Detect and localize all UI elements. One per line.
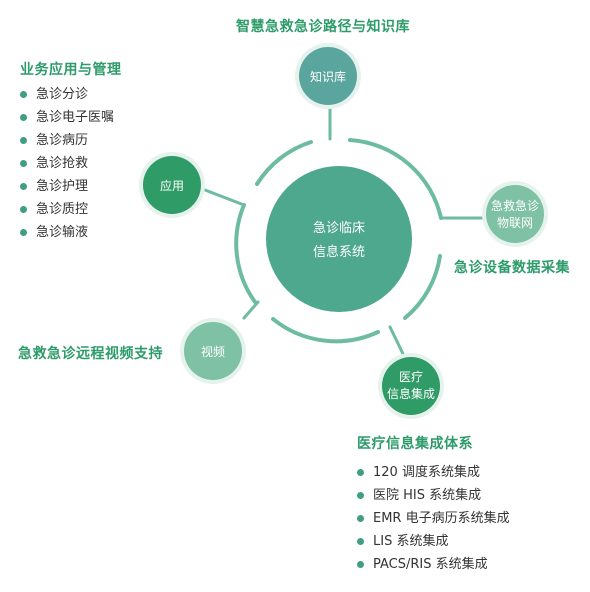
bullet-icon	[357, 538, 364, 545]
outer-ring	[234, 138, 443, 344]
list-item: 医院 HIS 系统集成	[357, 484, 510, 507]
app-title: 业务应用与管理	[20, 62, 122, 78]
integration-node	[382, 357, 440, 415]
list-item: LIS 系统集成	[357, 530, 510, 553]
list-item: 急诊护理	[20, 175, 114, 198]
knowledge-node	[299, 47, 357, 105]
connector-video	[242, 300, 260, 320]
bullet-icon	[20, 137, 27, 144]
list-item: 急诊电子医嘱	[20, 106, 114, 129]
center-label-line2: 信息系统	[313, 244, 365, 260]
bullet-icon	[20, 229, 27, 236]
video-node-label: 视频	[201, 344, 225, 359]
bullet-icon	[357, 492, 364, 499]
list-item-label: 急诊抢救	[36, 156, 89, 171]
iot-node-label-line1: 急救急诊	[491, 198, 539, 213]
ring-arc-right	[403, 254, 442, 320]
list-item-label: PACS/RIS 系统集成	[373, 557, 488, 572]
list-item-label: 急诊输液	[36, 225, 89, 240]
connector-app	[203, 188, 246, 207]
app-list: 急诊分诊 急诊电子医嘱 急诊病历 急诊抢救 急诊护理 急诊质控 急诊输液	[20, 83, 114, 244]
list-item: PACS/RIS 系统集成	[357, 553, 510, 576]
list-item-label: 急诊质控	[36, 202, 89, 217]
ring-arc-bottom	[271, 317, 380, 344]
bullet-icon	[357, 515, 364, 522]
list-item-label: 急诊护理	[36, 179, 89, 194]
list-item-label: LIS 系统集成	[373, 534, 449, 549]
integration-node-label-line1: 医疗	[399, 370, 423, 384]
integration-list: 120 调度系统集成 医院 HIS 系统集成 EMR 电子病历系统集成 LIS …	[357, 461, 510, 576]
center-node	[266, 166, 412, 312]
iot-node	[486, 185, 544, 243]
knowledge-title: 智慧急救急诊路径与知识库	[236, 19, 410, 35]
list-item-label: 医院 HIS 系统集成	[373, 488, 482, 503]
video-title: 急救急诊远程视频支持	[18, 346, 163, 362]
list-item: 急诊分诊	[20, 83, 114, 106]
app-node	[143, 156, 201, 214]
list-item-label: 急诊病历	[36, 133, 89, 148]
bullet-icon	[20, 206, 27, 213]
iot-title: 急诊设备数据采集	[454, 260, 570, 276]
ring-arc-top-right	[348, 138, 443, 220]
ring-arc-left	[234, 203, 257, 304]
connectors	[203, 105, 486, 360]
integration-node-label-line2: 信息集成	[387, 386, 435, 401]
connector-integration	[388, 325, 407, 360]
list-item-label: 120 调度系统集成	[373, 465, 480, 480]
center-label-line1: 急诊临床	[313, 221, 365, 236]
list-item: 120 调度系统集成	[357, 461, 510, 484]
video-node	[184, 322, 242, 380]
bullet-icon	[20, 183, 27, 190]
bullet-icon	[357, 561, 364, 568]
bullet-icon	[20, 114, 27, 121]
list-item: 急诊输液	[20, 221, 114, 244]
bullet-icon	[20, 91, 27, 98]
list-item: 急诊病历	[20, 129, 114, 152]
list-item-label: 急诊分诊	[36, 87, 89, 102]
integration-title: 医疗信息集成体系	[357, 436, 473, 452]
list-item: 急诊抢救	[20, 152, 114, 175]
app-node-label: 应用	[160, 178, 184, 193]
list-item-label: 急诊电子医嘱	[36, 110, 115, 125]
knowledge-node-label: 知识库	[310, 69, 346, 84]
bullet-icon	[20, 160, 27, 167]
bullet-icon	[357, 469, 364, 476]
ring-arc-top-left	[255, 140, 313, 186]
list-item: EMR 电子病历系统集成	[357, 507, 510, 530]
list-item-label: EMR 电子病历系统集成	[373, 511, 510, 526]
list-item: 急诊质控	[20, 198, 114, 221]
iot-node-label-line2: 物联网	[497, 216, 533, 230]
